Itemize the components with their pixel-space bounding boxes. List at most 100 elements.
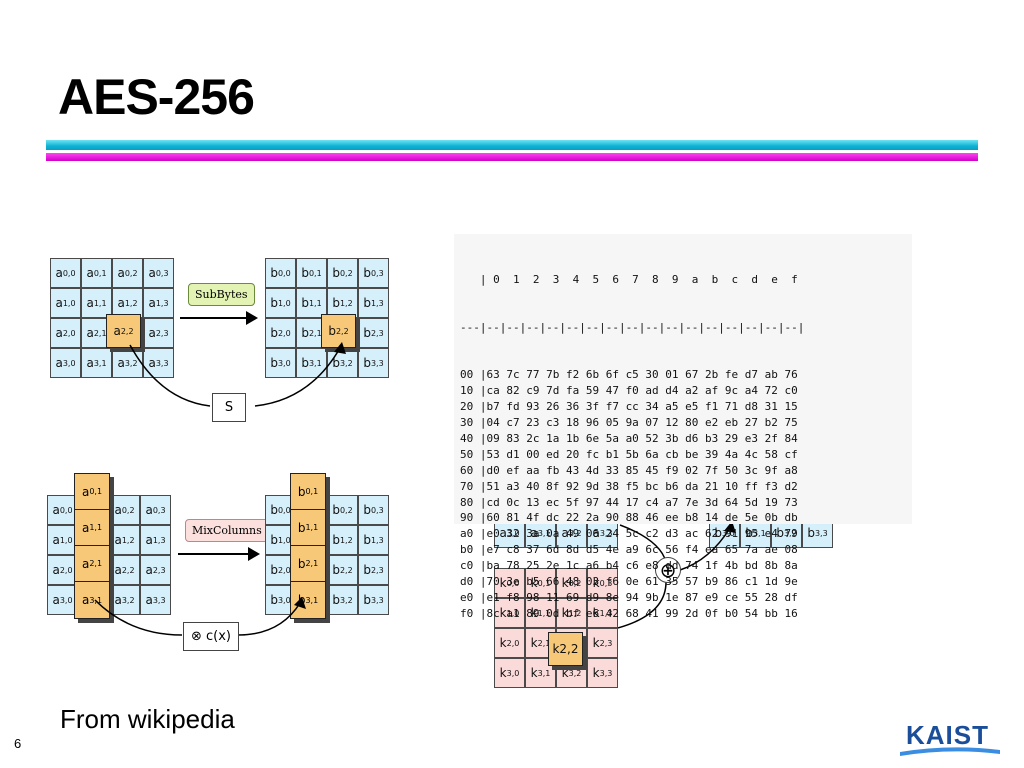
kaist-logo-text: KAIST: [906, 720, 989, 750]
cx-transform-curve: [94, 597, 306, 636]
title-underline-magenta: [46, 153, 978, 161]
sbox-row: 70 |51 a3 40 8f 92 9d 38 f5 bc b6 da 21 …: [460, 479, 798, 493]
sbox-row: e0 |e1 f8 98 11 69 d9 8e 94 9b 1e 87 e9 …: [460, 590, 798, 604]
sbox-row: c0 |ba 78 25 2e 1c a6 b4 c6 e8 dd 74 1f …: [460, 559, 798, 573]
xor-operator: ⊕: [655, 557, 681, 583]
sbox-row: 50 |53 d1 00 ed 20 fc b1 5b 6a cb be 39 …: [460, 447, 798, 461]
sbox-row: 80 |cd 0c 13 ec 5f 97 44 17 c4 a7 7e 3d …: [460, 495, 798, 509]
round-key-highlight-label: k2,2: [552, 642, 579, 656]
sbox-row: 30 |04 c7 23 c3 18 96 05 9a 07 12 80 e2 …: [460, 415, 798, 429]
sbox-rows: 00 |63 7c 77 7b f2 6b 6f c5 30 01 67 2b …: [454, 367, 912, 622]
title-underline-cyan: [46, 140, 978, 150]
s-transform-curve: [129, 342, 346, 407]
slide-title: AES-256: [58, 69, 255, 125]
sbox-row: f0 |8c a1 89 0d bf e6 42 68 41 99 2d 0f …: [460, 606, 798, 620]
sbox-row: 60 |d0 ef aa fb 43 4d 33 85 45 f9 02 7f …: [460, 463, 798, 477]
sbox-row: b0 |e7 c8 37 6d 8d d5 4e a9 6c 56 f4 ea …: [460, 543, 798, 557]
sbox-divider: ---|--|--|--|--|--|--|--|--|--|--|--|--|…: [460, 320, 805, 334]
s-box-operator: S: [212, 393, 246, 422]
cx-operator: ⊗ c(x): [183, 622, 239, 651]
source-caption: From wikipedia: [60, 704, 235, 734]
page-number: 6: [14, 736, 22, 751]
sbox-row: 10 |ca 82 c9 7d fa 59 47 f0 ad d4 a2 af …: [460, 384, 798, 398]
sbox-row: 20 |b7 fd 93 26 36 3f f7 cc 34 a5 e5 f1 …: [460, 400, 798, 414]
round-key-highlight: k2,2: [548, 632, 583, 666]
sbox-row: 40 |09 83 2c 1a 1b 6e 5a a0 52 3b d6 b3 …: [460, 431, 798, 445]
sbox-row: a0 |e0 32 3a 0a 49 06 24 5c c2 d3 ac 62 …: [460, 527, 798, 541]
sbox-header: | 0 1 2 3 4 5 6 7 8 9 a b c d e f: [460, 272, 798, 286]
mixcolumns-label: MixColumns: [185, 519, 269, 542]
sbox-row: 90 |60 81 4f dc 22 2a 90 88 46 ee b8 14 …: [460, 511, 798, 525]
sbox-row: 00 |63 7c 77 7b f2 6b 6f c5 30 01 67 2b …: [460, 368, 798, 382]
kaist-logo: KAIST: [900, 720, 1000, 756]
mixcolumns-arrow: [178, 547, 260, 561]
sbox-table: | 0 1 2 3 4 5 6 7 8 9 a b c d e f ---|--…: [454, 234, 912, 620]
sbox-row: d0 |70 3e b5 66 48 03 f6 0e 61 35 57 b9 …: [460, 575, 798, 589]
